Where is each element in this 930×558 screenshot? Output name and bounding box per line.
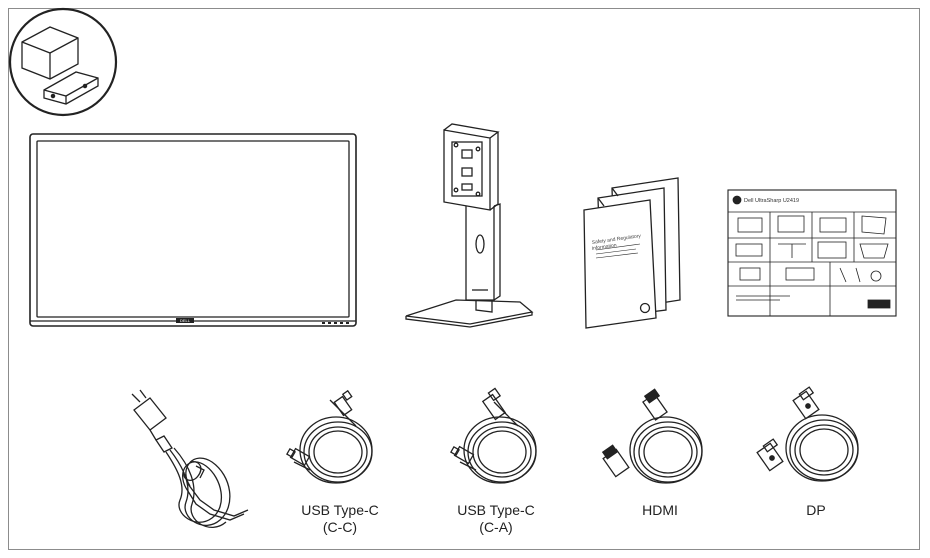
setup-guide-drawing xyxy=(727,189,897,317)
hdmi-cable-drawing xyxy=(601,388,703,484)
usb-cc-label-line1: USB Type-C xyxy=(301,502,379,518)
usb-ca-label-line1: USB Type-C xyxy=(457,502,535,518)
stand-drawing xyxy=(405,123,534,328)
monitor-drawing xyxy=(29,133,357,327)
usb-cc-label: USB Type-C (C-C) xyxy=(290,502,390,536)
usb-ca-cable-drawing xyxy=(450,387,537,484)
monitor-logo: DELL xyxy=(179,318,190,323)
usb-ca-label: USB Type-C (C-A) xyxy=(446,502,546,536)
dp-label: DP xyxy=(806,502,826,518)
usb-cc-cable-drawing xyxy=(286,389,373,484)
power-cord-drawing xyxy=(131,389,249,528)
packaging-icon xyxy=(8,7,118,117)
hdmi-label: HDMI xyxy=(642,502,678,518)
usb-cc-label-line2: (C-C) xyxy=(322,519,358,535)
diagram-frame xyxy=(8,8,920,550)
usb-ca-label-line2: (C-A) xyxy=(479,519,513,535)
dp-cable-drawing xyxy=(756,386,859,482)
setup-guide-title: Dell UltraSharp U2419 xyxy=(744,198,799,204)
safety-booklet-drawing xyxy=(583,177,681,329)
safety-title-line2: Information xyxy=(591,243,617,252)
